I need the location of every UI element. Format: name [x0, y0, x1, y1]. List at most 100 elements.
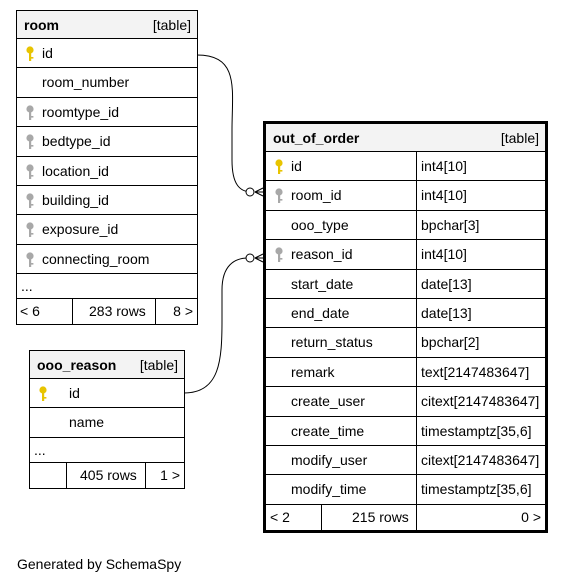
column-name: connecting_room: [42, 250, 150, 267]
key-grey-icon: [273, 246, 285, 264]
row-count: 215 rows: [352, 508, 409, 525]
column-name: location_id: [42, 162, 109, 179]
column-name: room_id: [291, 187, 342, 204]
table-footer: < 2 215 rows 0 >: [266, 504, 545, 530]
table-header: ooo_reason [table]: [30, 351, 184, 379]
column-type: timestamptz[35,6]: [416, 416, 532, 445]
column-name: bedtype_id: [42, 133, 111, 150]
column-row: name: [30, 408, 184, 438]
relationship-room-to-out-of-order: [196, 54, 253, 193]
optional-marker-icon: [245, 253, 255, 263]
more-columns-ellipsis: ...: [17, 274, 197, 300]
column-type: date[13]: [416, 269, 472, 298]
column-row: connecting_room: [17, 245, 197, 275]
column-name: room_number: [42, 74, 130, 91]
key-grey-icon: [24, 251, 36, 269]
column-row: id: [17, 39, 197, 69]
column-name: remark: [291, 363, 335, 380]
divider: [145, 462, 146, 488]
column-type: citext[2147483647]: [416, 387, 539, 416]
column-row: location_id: [17, 157, 197, 186]
column-row: room_number: [17, 68, 197, 98]
divider: [321, 504, 322, 530]
column-type: int4[10]: [416, 181, 467, 210]
key-grey-icon: [24, 163, 36, 181]
parents-count: < 2: [270, 508, 290, 525]
column-row: exposure_id: [17, 215, 197, 245]
row-count: 405 rows: [80, 466, 137, 483]
column-name: modify_time: [291, 481, 367, 498]
key-grey-icon: [273, 187, 285, 205]
column-type: citext[2147483647]: [416, 445, 539, 475]
key-grey-icon: [24, 221, 36, 239]
key-gold-icon: [24, 45, 36, 63]
table-kind-label: [table]: [500, 130, 539, 146]
divider: [155, 299, 156, 325]
children-count: 8 >: [173, 303, 193, 320]
table-footer: 405 rows 1 >: [30, 462, 184, 488]
column-name: create_user: [291, 393, 365, 410]
table-header: out_of_order [table]: [266, 124, 545, 152]
column-name: modify_user: [291, 451, 368, 468]
row-count: 283 rows: [89, 303, 146, 320]
column-row: ooo_type bpchar[3]: [266, 210, 545, 241]
column-row: end_date date[13]: [266, 298, 545, 329]
children-count: 0 >: [521, 508, 541, 525]
column-row: reason_id int4[10]: [266, 240, 545, 270]
column-name: create_time: [291, 422, 365, 439]
children-count: 1 >: [160, 466, 180, 483]
key-grey-icon: [24, 104, 36, 122]
table-footer: < 6 283 rows 8 >: [17, 299, 197, 325]
divider: [66, 462, 67, 488]
column-row: create_user citext[2147483647]: [266, 387, 545, 417]
column-type: timestamptz[35,6]: [416, 475, 532, 504]
column-row: return_status bpchar[2]: [266, 328, 545, 358]
column-name: end_date: [291, 304, 350, 321]
generated-by-label: Generated by SchemaSpy: [17, 556, 182, 572]
column-row: id int4[10]: [266, 152, 545, 182]
column-row: building_id: [17, 186, 197, 216]
column-name: ooo_type: [291, 216, 349, 233]
column-name: building_id: [42, 191, 109, 208]
column-name: return_status: [291, 334, 373, 351]
column-name: id: [42, 45, 53, 61]
column-row: modify_time timestamptz[35,6]: [266, 475, 545, 505]
column-row: bedtype_id: [17, 127, 197, 157]
column-type: bpchar[3]: [416, 210, 479, 240]
column-type: bpchar[2]: [416, 328, 479, 357]
key-grey-icon: [24, 133, 36, 151]
column-type: int4[10]: [416, 240, 467, 269]
table-name: room: [24, 17, 59, 33]
crowfoot-icon: [254, 253, 264, 263]
table-name: ooo_reason: [37, 357, 117, 373]
column-row: start_date date[13]: [266, 269, 545, 299]
column-name: start_date: [291, 275, 354, 292]
table-kind-label: [table]: [152, 17, 191, 33]
column-name: name: [69, 414, 105, 431]
divider: [416, 504, 417, 530]
column-name: id: [291, 158, 302, 174]
column-name: reason_id: [291, 246, 353, 263]
crowfoot-icon: [254, 187, 264, 197]
more-columns-ellipsis: ...: [30, 438, 184, 463]
column-row: remark text[2147483647]: [266, 357, 545, 388]
column-type: text[2147483647]: [416, 357, 529, 387]
column-type: date[13]: [416, 298, 472, 328]
table-header: room [table]: [17, 11, 197, 39]
column-list: id int4[10] room_id int4[10] ooo_type bpchar[…: [266, 152, 545, 505]
table-kind-label: [table]: [139, 357, 178, 373]
column-row: roomtype_id: [17, 98, 197, 128]
optional-marker-icon: [245, 187, 255, 197]
column-name: exposure_id: [42, 221, 119, 238]
column-row: create_time timestamptz[35,6]: [266, 416, 545, 446]
key-grey-icon: [24, 192, 36, 210]
divider: [72, 299, 73, 325]
column-type: int4[10]: [416, 152, 467, 181]
table-name: out_of_order: [273, 130, 360, 146]
